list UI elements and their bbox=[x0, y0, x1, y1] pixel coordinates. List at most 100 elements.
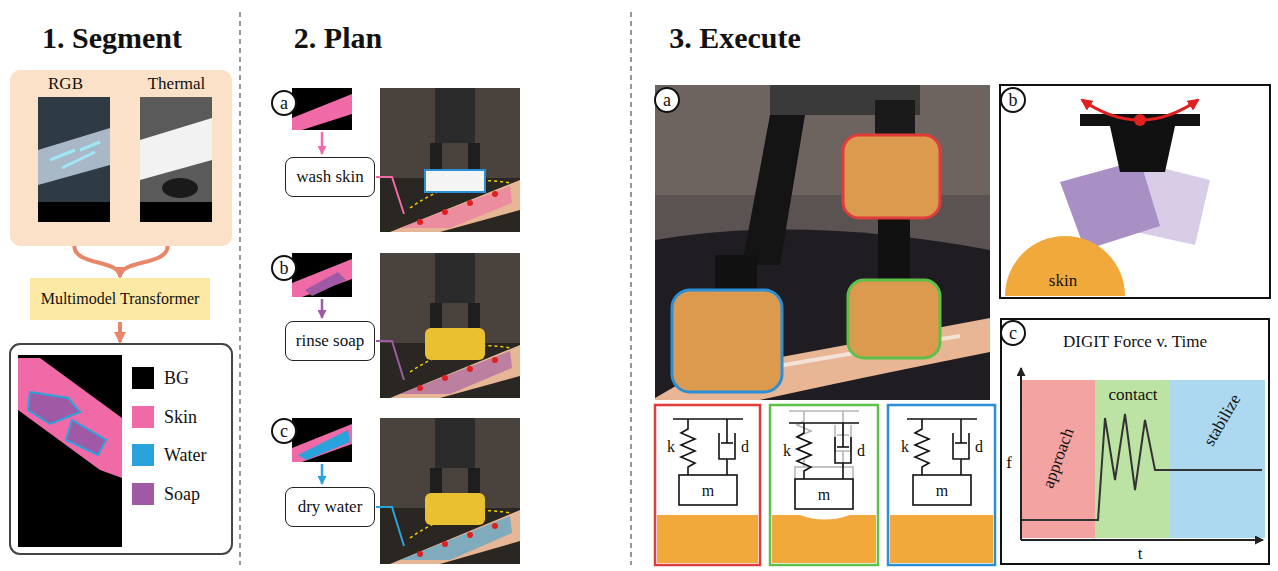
drawn-circle bbox=[417, 551, 423, 557]
node-text: b bbox=[1009, 90, 1018, 111]
drawn-rect bbox=[435, 88, 475, 143]
region-label: skin bbox=[1049, 272, 1077, 289]
drawn-line bbox=[321, 464, 324, 484]
segment-inputs bbox=[10, 70, 232, 342]
param-label: k bbox=[783, 443, 791, 459]
drawn-rect bbox=[18, 355, 122, 547]
drawn-rect bbox=[655, 85, 990, 400]
drawn-line bbox=[630, 12, 632, 565]
drawn-rect bbox=[292, 418, 352, 462]
drawn-line bbox=[321, 299, 324, 318]
drawn-line bbox=[1020, 368, 1022, 540]
drawn-circle bbox=[467, 200, 473, 206]
param-label: k bbox=[667, 439, 675, 455]
drawn-rect bbox=[890, 515, 993, 563]
step-circle: b bbox=[1000, 87, 1026, 113]
drawn-circle bbox=[467, 366, 473, 372]
drawn-circle bbox=[442, 541, 448, 547]
spring-damper-models bbox=[655, 405, 995, 565]
drawn-rect bbox=[843, 135, 940, 218]
drawn-polygon bbox=[38, 128, 110, 185]
drawn-path bbox=[655, 230, 990, 400]
drawn-circle bbox=[492, 357, 498, 363]
drawn-circle bbox=[417, 219, 423, 225]
drawn-circle bbox=[1134, 114, 1146, 126]
drawn-line bbox=[239, 12, 241, 565]
node-text: DIGIT Force v. Time bbox=[1063, 332, 1207, 351]
drawn-line bbox=[321, 132, 324, 154]
drawn-path bbox=[376, 507, 404, 546]
drawn-circle bbox=[492, 191, 498, 197]
drawn-rect bbox=[380, 253, 520, 398]
legend-swatch bbox=[132, 406, 154, 428]
drawn-rect bbox=[1170, 380, 1265, 538]
drawn-polygon bbox=[1060, 160, 1160, 250]
node-text: b bbox=[280, 258, 289, 279]
step-circle: a bbox=[654, 87, 680, 113]
drawn-rect bbox=[672, 290, 782, 392]
drawn-rect bbox=[425, 328, 485, 360]
legend-swatch bbox=[132, 367, 154, 389]
drawn-rect bbox=[848, 280, 940, 358]
step-circle: b bbox=[271, 255, 297, 281]
drawn-polygon bbox=[305, 272, 346, 296]
legend-text: Soap bbox=[164, 485, 200, 503]
chart-panel: DIGIT Force v. Time bbox=[1000, 318, 1270, 565]
force-chart bbox=[1021, 368, 1265, 540]
input-panel: RGBThermal bbox=[10, 70, 232, 246]
node-text: c bbox=[1009, 323, 1017, 344]
param-label: m bbox=[818, 487, 830, 503]
drawn-rect bbox=[425, 493, 485, 525]
drawn-ellipse bbox=[162, 178, 198, 198]
node-text: a bbox=[280, 93, 288, 114]
drawn-polygon bbox=[292, 94, 352, 130]
step-circle: c bbox=[1000, 320, 1026, 346]
drawn-polygon bbox=[292, 259, 352, 297]
drawn-rect bbox=[770, 405, 878, 565]
legend-text: BG bbox=[164, 369, 189, 387]
separators bbox=[240, 12, 631, 565]
drawn-circle bbox=[417, 385, 423, 391]
drawn-circle bbox=[492, 523, 498, 529]
section-heading: 2. Plan bbox=[294, 23, 382, 53]
node-text: wash skin bbox=[296, 167, 364, 187]
drawn-line bbox=[1021, 539, 1263, 541]
drawn-rect bbox=[1095, 380, 1170, 538]
param-label: m bbox=[702, 483, 714, 499]
legend-swatch bbox=[132, 483, 154, 505]
drawn-rect bbox=[425, 170, 485, 192]
drawn-path bbox=[50, 142, 100, 168]
drawn-polygon bbox=[140, 118, 212, 180]
drawn-rect bbox=[1080, 114, 1200, 126]
drawn-rect bbox=[10, 70, 232, 246]
section-heading: 1. Segment bbox=[42, 23, 182, 53]
drawn-rect bbox=[888, 405, 995, 565]
drawn-path bbox=[1005, 236, 1125, 296]
param-label: m bbox=[936, 483, 948, 499]
process-box: Multimodel Transformer bbox=[30, 278, 210, 320]
node-text: Thermal bbox=[121, 70, 232, 94]
drawn-rect bbox=[1022, 380, 1095, 538]
drawn-path bbox=[772, 515, 876, 563]
drawn-rect bbox=[380, 88, 520, 232]
drawn-rect bbox=[38, 97, 110, 202]
param-label: k bbox=[901, 439, 909, 455]
node-text: Multimodel Transformer bbox=[41, 290, 200, 308]
drawn-rect bbox=[380, 418, 520, 564]
drawn-circle bbox=[467, 532, 473, 538]
drawn-use bbox=[673, 419, 743, 505]
drawn-path bbox=[376, 341, 404, 380]
drawn-circle bbox=[442, 209, 448, 215]
drawn-path bbox=[376, 177, 404, 214]
segment-output bbox=[10, 344, 232, 554]
node-text: RGB bbox=[10, 70, 121, 94]
drawn-rect bbox=[140, 202, 212, 222]
node-text: dry water bbox=[298, 497, 363, 517]
param-label: d bbox=[857, 443, 865, 459]
drawn-polygon bbox=[298, 430, 350, 460]
phase-label: contact bbox=[1108, 386, 1157, 403]
legend-swatch bbox=[132, 444, 154, 466]
execute-photo bbox=[655, 85, 990, 400]
drawn-rect bbox=[292, 88, 352, 130]
legend-text: Skin bbox=[164, 408, 197, 426]
